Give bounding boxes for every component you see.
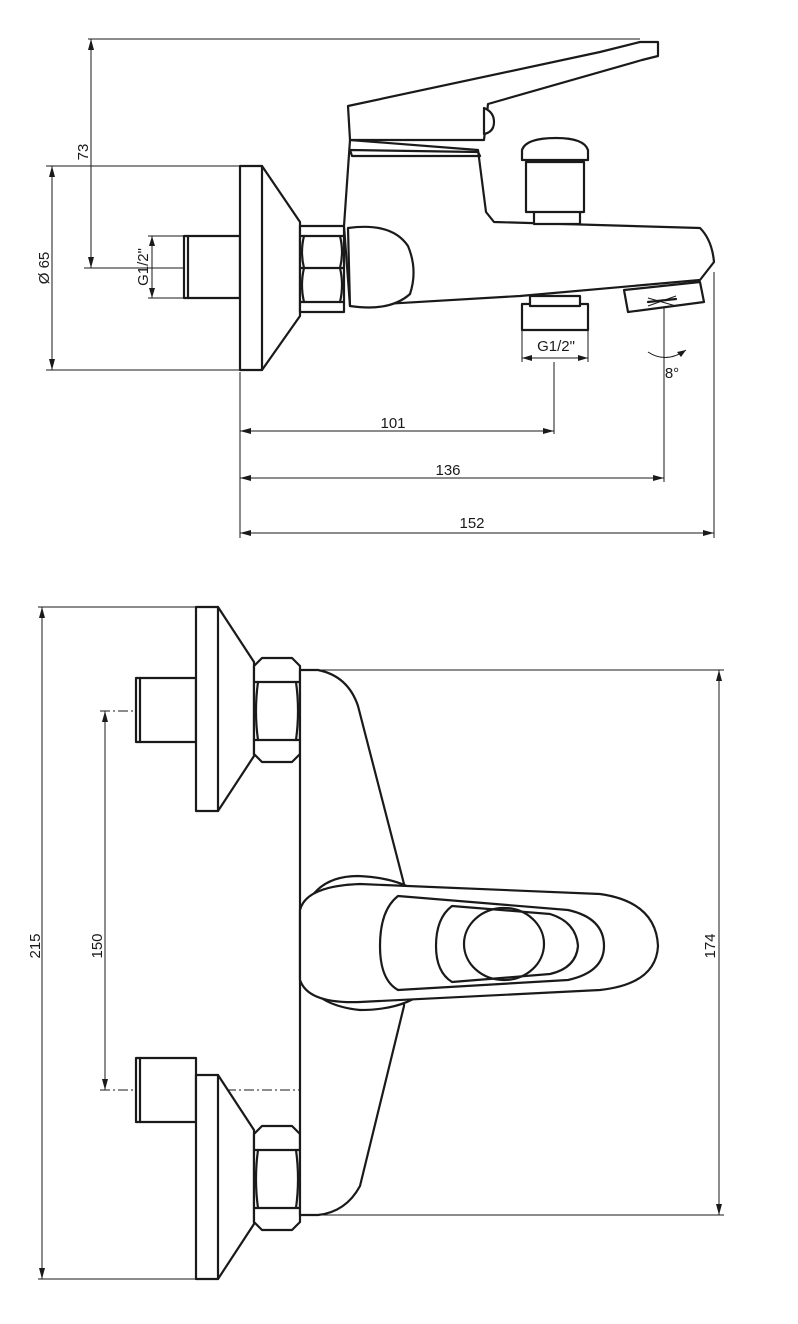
- dimension-outlet-thread: G1/2": [522, 338, 588, 361]
- dimension-215: 215: [27, 607, 45, 1279]
- aerator: [622, 280, 706, 314]
- dimension-150: 150: [89, 711, 108, 1090]
- angle-label: 8°: [665, 365, 679, 382]
- front-view: 215 150 174: [27, 605, 724, 1281]
- diverter-knob: [520, 136, 590, 226]
- dimension-136: 136: [240, 462, 664, 481]
- dimension-174: 174: [702, 670, 722, 1215]
- dimension-inlet-thread: G1/2": [135, 236, 155, 298]
- outlet-nipple: [520, 294, 590, 332]
- outlet-thread-label: G1/2": [537, 338, 575, 355]
- wall-flange: [238, 164, 302, 372]
- lever-handle: [346, 40, 660, 142]
- length-136-label: 136: [435, 462, 460, 479]
- dimension-101: 101: [240, 415, 554, 434]
- lever-handle-front: [298, 882, 660, 1004]
- hex-nut: [298, 224, 346, 314]
- inlet-thread-label: G1/2": [135, 248, 152, 286]
- length-101-label: 101: [380, 415, 405, 432]
- lower-connection: [134, 1056, 302, 1281]
- dimension-angle: 8°: [647, 349, 687, 382]
- dimension-152: 152: [240, 515, 714, 536]
- upper-connection: [134, 605, 302, 813]
- height-label: 73: [75, 144, 92, 161]
- dimension-73: 73: [75, 39, 94, 268]
- mixer-body: [342, 138, 716, 309]
- length-152-label: 152: [459, 515, 484, 532]
- dimension-flange-diameter: Ø 65: [36, 166, 55, 370]
- flange-diameter-label: Ø 65: [36, 252, 53, 285]
- total-height-label: 215: [27, 933, 44, 958]
- inlet-pipe: [182, 234, 242, 300]
- side-view: 73 Ø 65 G1/2" G1/2" 8°: [36, 38, 716, 538]
- body-height-label: 174: [702, 933, 719, 958]
- inlet-spacing-label: 150: [89, 933, 106, 958]
